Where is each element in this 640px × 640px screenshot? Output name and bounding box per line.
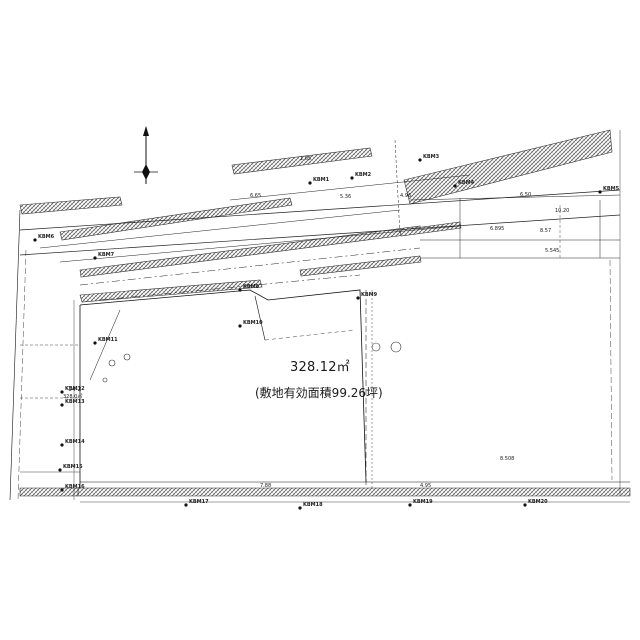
survey-point-marker [298,506,302,510]
north-arrow-icon [134,126,158,184]
survey-point-label: KBM7 [98,252,115,258]
dimension-label: 1.05 [300,156,311,162]
survey-point-label: KBM17 [189,499,209,505]
survey-point-marker [598,190,602,194]
lot-area-label: 328.0㎡ [63,394,83,400]
survey-point-label: KBM9 [361,292,378,298]
survey-point-marker [238,288,242,292]
dimension-label: 8.508 [500,456,514,462]
survey-point-label: KBM1 [313,177,330,183]
dimension-label: 7.88 [260,483,271,489]
survey-point-label: KBM6 [38,234,55,240]
dimension-label: 8.57 [540,228,551,234]
survey-point-marker [184,503,188,507]
effective-area-label: (敷地有効面積99.26坪) [255,386,383,400]
survey-point-marker [523,503,527,507]
dimension-label: 5.36 [340,194,351,200]
survey-point-label: KBM8 [243,284,260,290]
survey-point-label: KBM14 [65,439,85,445]
dimension-label: 5.545 [545,248,559,254]
dimension-label: 6.50 [520,192,531,198]
dimension-label: 6.65 [250,193,261,199]
survey-point-marker [308,181,312,185]
survey-point-label: KBM18 [303,502,323,508]
road-lines [19,139,621,301]
survey-point-marker [453,184,457,188]
survey-point-marker [350,176,354,180]
survey-point-label: KBM15 [63,464,83,470]
site-symbols [102,341,402,383]
lot-boundary [9,130,630,503]
dimension-label: 10.20 [555,208,569,214]
survey-point-label: KBM2 [355,172,372,178]
survey-point-marker [93,256,97,260]
survey-point-marker [60,488,64,492]
survey-point-marker [60,390,64,394]
survey-point-marker [60,403,64,407]
dimension-label: 6.895 [490,226,504,232]
survey-point-marker [93,341,97,345]
survey-point-marker [33,238,37,242]
survey-point-label: KBM4 [458,180,475,186]
survey-point-label: KBM13 [65,399,85,405]
survey-point-label: KBM16 [65,484,85,490]
survey-point-marker [356,296,360,300]
survey-points: KBM1 KBM2 KBM3KBM4KBM5KBM6KBM7KBM8KBM9KBM1… [33,154,620,510]
survey-point-label: KBM11 [98,337,118,343]
lot-number-label: 14-2 [68,386,82,393]
dimension-label: 4.96 [400,193,411,199]
survey-point-marker [418,158,422,162]
survey-point-label: KBM10 [243,320,263,326]
dimension-label: 4.95 [420,483,431,489]
survey-point-marker [408,503,412,507]
dimension-labels: 6.65 1.05 6.50 10.20 4.96 5.36 6.895 8.57 5.545 8… [250,156,569,489]
survey-point-label: KBM5 [603,186,620,192]
survey-point-label: KBM20 [528,499,548,505]
hatched-walls [19,129,631,497]
survey-point-marker [238,324,242,328]
site-area-label: 328.12㎡ [290,360,350,375]
survey-point-label: KBM3 [423,154,440,160]
survey-point-label: KBM12 [65,386,85,392]
survey-point-marker [60,443,64,447]
survey-point-marker [58,468,62,472]
survey-point-label: KBM19 [413,499,433,505]
